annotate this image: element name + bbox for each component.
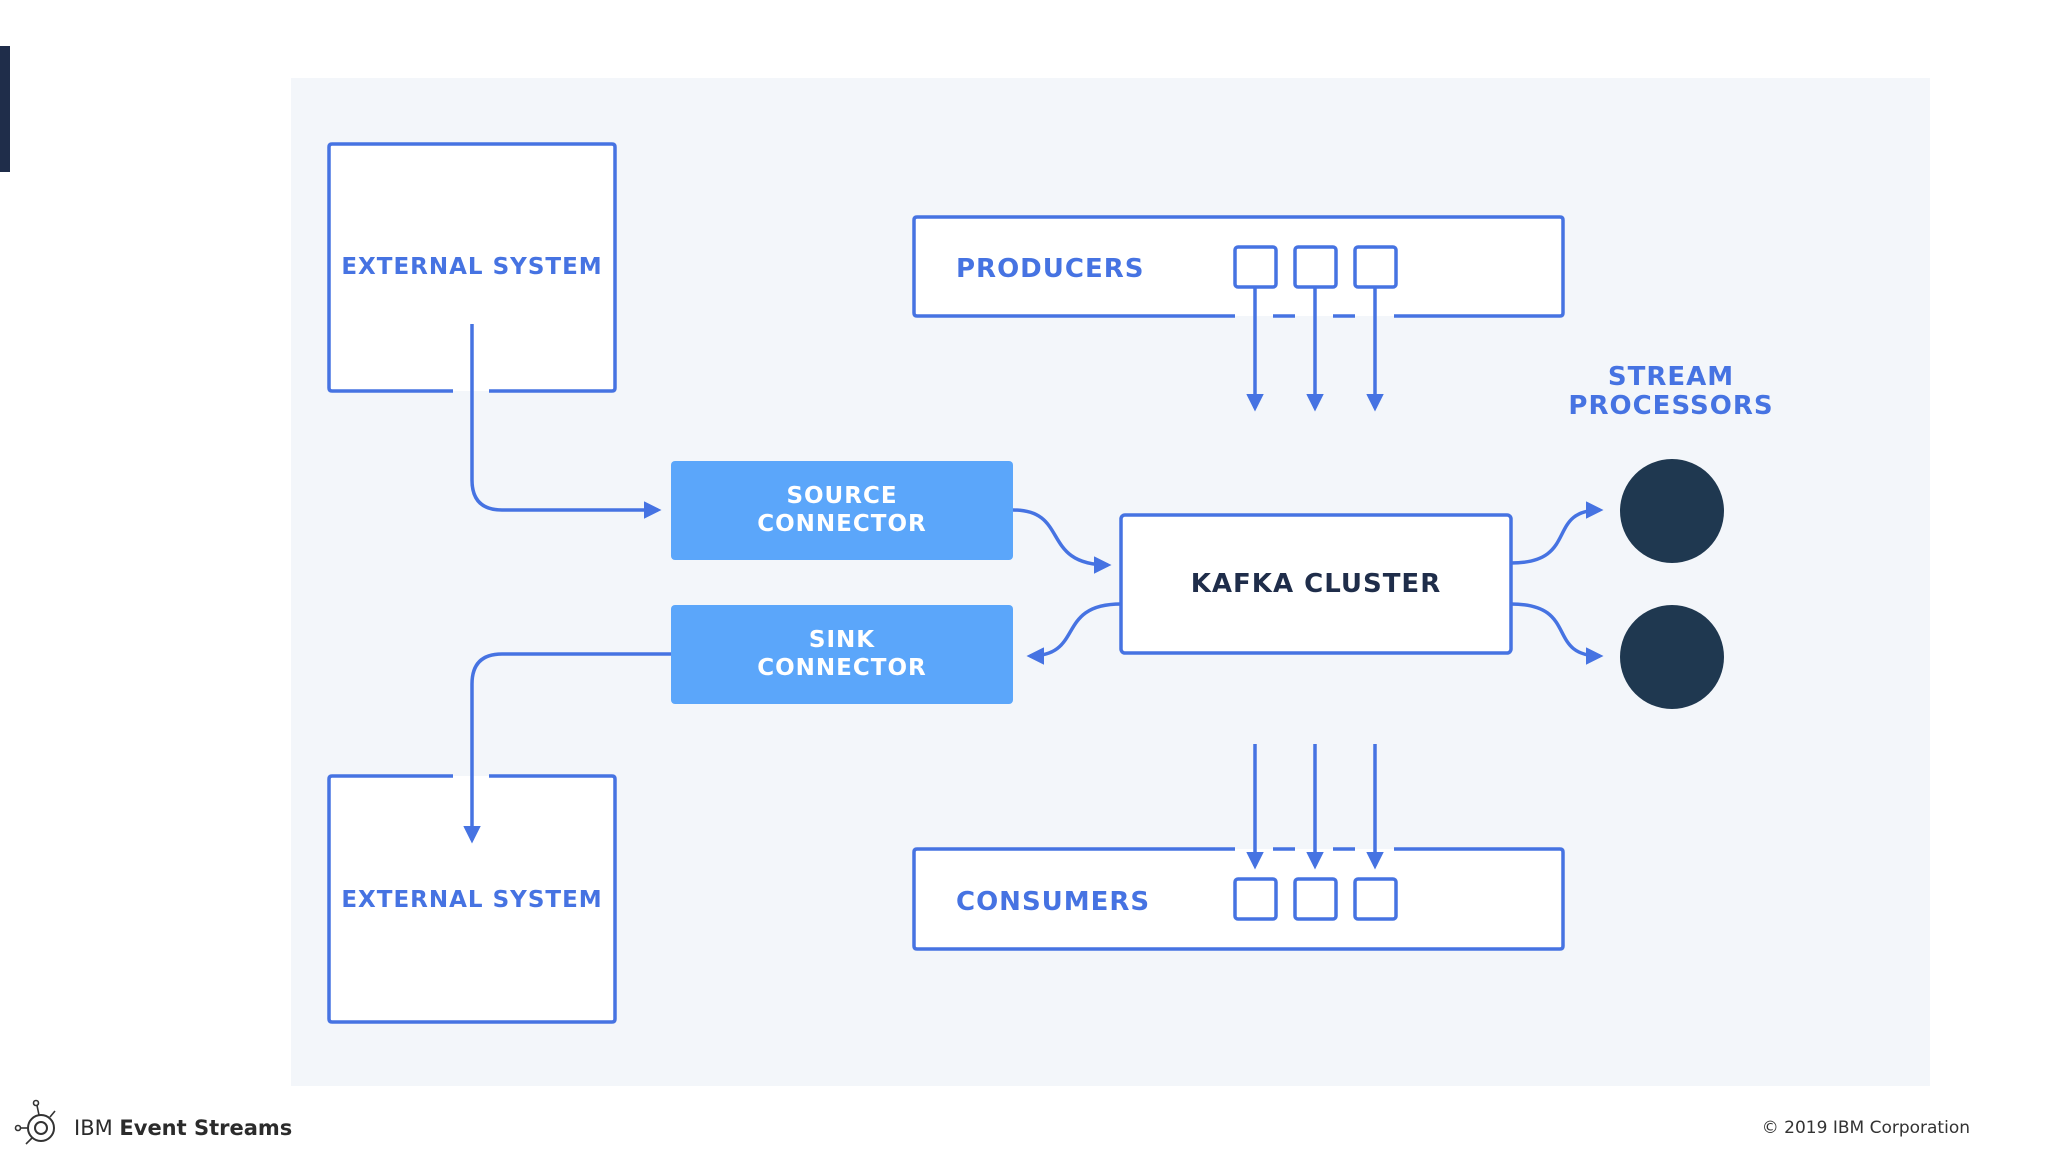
producers-label: PRODUCERS bbox=[956, 254, 1144, 284]
kafka-to-processor-arrow bbox=[1510, 501, 1604, 565]
producer-square bbox=[1353, 245, 1398, 289]
stream-processors-label-line2: PROCESSORS bbox=[1568, 391, 1773, 421]
consumer-square bbox=[1353, 877, 1398, 921]
event-streams-logo-icon bbox=[14, 1099, 56, 1145]
footer-brand-prefix: IBM bbox=[74, 1116, 113, 1140]
kafka-cluster-label: KAFKA CLUSTER bbox=[1191, 569, 1441, 599]
external-system-bottom: EXTERNAL SYSTEM bbox=[327, 774, 617, 1024]
source-connector-label-line1: SOURCE bbox=[786, 483, 897, 509]
stream-processors: STREAM PROCESSORS bbox=[1568, 362, 1773, 709]
stream-processors-label-line1: STREAM bbox=[1608, 362, 1734, 392]
consumer-square bbox=[1293, 877, 1338, 921]
slide-marker bbox=[0, 46, 10, 172]
sink-connector-label-line2: CONNECTOR bbox=[757, 655, 926, 681]
kafka-to-sink-arrow bbox=[1026, 602, 1122, 665]
stream-processor-node bbox=[1620, 459, 1724, 563]
consumers-label: CONSUMERS bbox=[956, 887, 1150, 917]
external-system-bottom-label: EXTERNAL SYSTEM bbox=[341, 887, 602, 913]
consumer-square bbox=[1233, 877, 1278, 921]
external-system-top: EXTERNAL SYSTEM bbox=[327, 142, 617, 393]
external-to-source-arrow bbox=[470, 324, 662, 519]
footer-brand-name: Event Streams bbox=[119, 1116, 293, 1140]
external-system-top-label: EXTERNAL SYSTEM bbox=[341, 254, 602, 280]
footer-brand: IBM Event Streams bbox=[74, 1116, 292, 1140]
kafka-cluster: KAFKA CLUSTER bbox=[1119, 513, 1513, 655]
sink-connector: SINK CONNECTOR bbox=[671, 605, 1013, 704]
sink-to-external-arrow bbox=[463, 652, 671, 844]
stream-processor-node bbox=[1620, 605, 1724, 709]
footer-copyright: © 2019 IBM Corporation bbox=[1761, 1118, 1970, 1138]
source-connector-label-line2: CONNECTOR bbox=[757, 511, 926, 537]
source-connector: SOURCE CONNECTOR bbox=[671, 461, 1013, 560]
producer-square bbox=[1293, 245, 1338, 289]
source-to-kafka-arrow bbox=[1012, 508, 1112, 574]
sink-connector-label-line1: SINK bbox=[809, 627, 875, 653]
producer-square bbox=[1233, 245, 1278, 289]
producers-box: PRODUCERS bbox=[912, 215, 1565, 412]
consumers-box: CONSUMERS bbox=[912, 744, 1565, 951]
kafka-to-processor-arrow bbox=[1510, 602, 1604, 665]
